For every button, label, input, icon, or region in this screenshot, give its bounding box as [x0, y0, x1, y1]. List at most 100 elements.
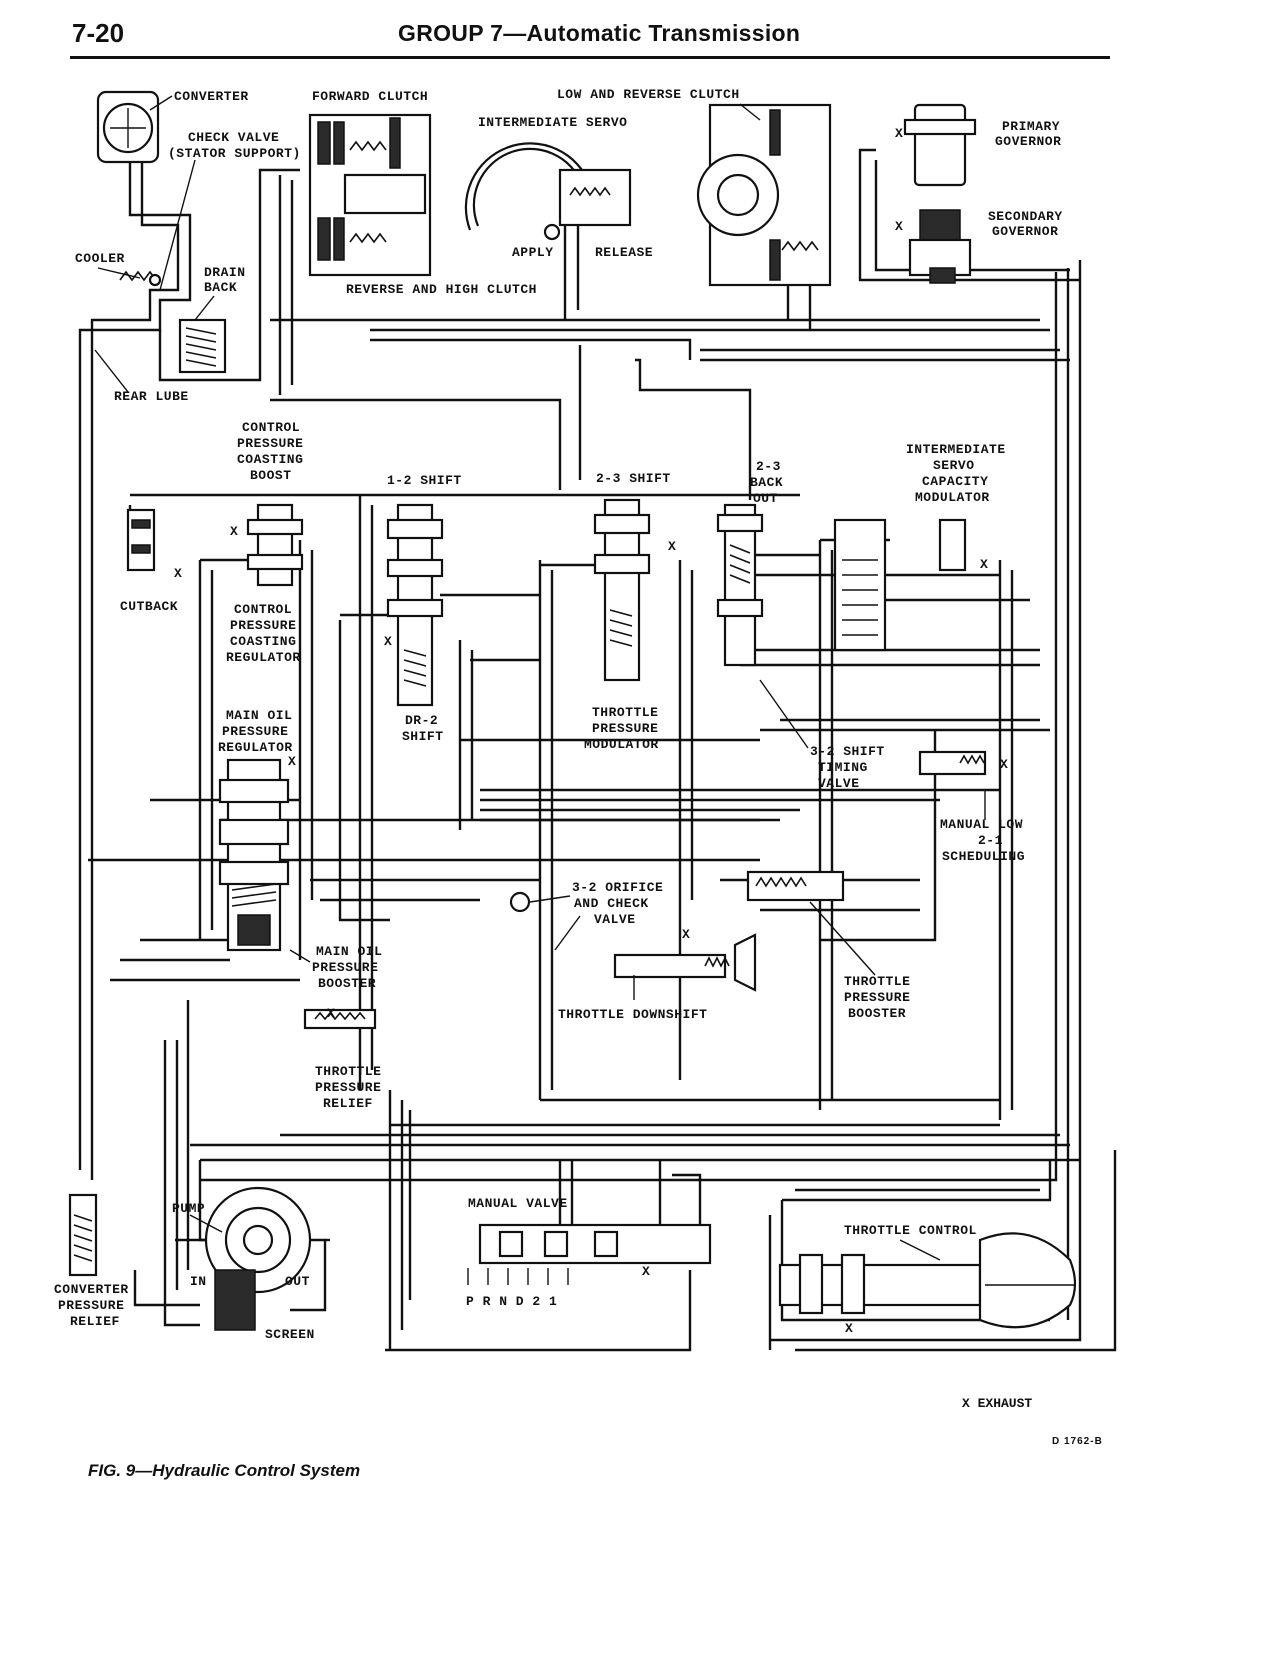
label-isc-2: SERVO — [933, 458, 975, 473]
label-reverse-high-clutch: REVERSE AND HIGH CLUTCH — [346, 282, 537, 297]
label-check-valve-2: (STATOR SUPPORT) — [168, 146, 301, 161]
label-cpr-3: RELIEF — [70, 1314, 120, 1329]
manual-valve-illustration — [467, 1223, 712, 1285]
page-number: 7-20 — [72, 18, 125, 48]
label-mopb-3: BOOSTER — [318, 976, 376, 991]
main-oil-pressure-regulator-valve — [218, 758, 290, 952]
label-primary-governor-2: GOVERNOR — [995, 134, 1061, 149]
label-intermediate-servo: INTERMEDIATE SERVO — [478, 115, 627, 130]
low-reverse-clutch-illustration — [696, 103, 832, 287]
label-prnd21: P R N D 2 1 — [466, 1294, 557, 1309]
exhaust-marker: X — [384, 634, 392, 649]
secondary-governor-illustration — [908, 209, 972, 284]
drain-back-valve — [178, 318, 227, 374]
throttle-control-illustration — [778, 1232, 1077, 1329]
shift-3-2-timing-valve — [918, 750, 987, 776]
exhaust-marker: X — [642, 1264, 650, 1279]
exhaust-marker: X — [845, 1321, 853, 1336]
primary-governor-illustration — [903, 103, 977, 187]
leader-lines — [94, 95, 986, 1261]
label-check-valve-1: CHECK VALVE — [188, 130, 279, 145]
label-forward-clutch: FORWARD CLUTCH — [312, 89, 428, 104]
label-manual-low-3: SCHEDULING — [942, 849, 1025, 864]
figure-caption: FIG. 9—Hydraulic Control System — [88, 1461, 361, 1480]
intermediate-servo-capacity-modulator-valve — [833, 518, 967, 652]
exhaust-marker: X — [174, 566, 182, 581]
label-tpb-3: BOOSTER — [848, 1006, 906, 1021]
label-release: RELEASE — [595, 245, 653, 260]
exhaust-marker: X — [895, 126, 903, 141]
label-shift-2-3: 2-3 SHIFT — [596, 471, 671, 486]
label-cpcr-4: REGULATOR — [226, 650, 301, 665]
exhaust-marker: X — [327, 1006, 335, 1021]
label-secondary-governor-2: GOVERNOR — [992, 224, 1058, 239]
label-rear-lube: REAR LUBE — [114, 389, 189, 404]
exhaust-marker: X — [230, 524, 238, 539]
label-cutback: CUTBACK — [120, 599, 178, 614]
label-backout-2: BACK — [750, 475, 783, 490]
label-mopb-1: MAIN OIL — [316, 944, 382, 959]
exhaust-marker: X — [980, 557, 988, 572]
label-drain-back-1: DRAIN — [204, 265, 246, 280]
throttle-pressure-booster-valve — [746, 870, 845, 902]
label-pump-out: OUT — [285, 1274, 310, 1289]
label-timing-3: VALVE — [818, 776, 860, 791]
label-tpr-2: PRESSURE — [315, 1080, 381, 1095]
label-orifice-3: VALVE — [594, 912, 636, 927]
label-dr2-2: SHIFT — [402, 729, 444, 744]
hydraulic-lines — [78, 115, 1117, 1352]
label-low-reverse-clutch: LOW AND REVERSE CLUTCH — [557, 87, 740, 102]
label-apply: APPLY — [512, 245, 554, 260]
label-tpm-2: PRESSURE — [592, 721, 658, 736]
label-primary-governor-1: PRIMARY — [1002, 119, 1060, 134]
shift-2-3-valve — [593, 498, 651, 682]
label-tpm-3: MODULATOR — [584, 737, 659, 752]
label-manual-low-1: MANUAL LOW — [940, 817, 1023, 832]
label-cpcr-1: CONTROL — [234, 602, 292, 617]
converter-pressure-relief-valve — [68, 1193, 98, 1277]
exhaust-legend: X EXHAUST — [962, 1396, 1033, 1411]
label-cpcb-4: BOOST — [250, 468, 292, 483]
cooler-symbol — [119, 270, 162, 287]
component-labels: CONVERTER FORWARD CLUTCH LOW AND REVERSE… — [54, 87, 1063, 1342]
cutback-valve — [126, 508, 156, 572]
label-throttle-downshift: THROTTLE DOWNSHIFT — [558, 1007, 707, 1022]
converter-illustration — [96, 90, 160, 164]
shift-1-2-valve — [386, 503, 444, 707]
label-cpr-1: CONVERTER — [54, 1282, 129, 1297]
pump-illustration — [204, 1186, 312, 1331]
label-isc-4: MODULATOR — [915, 490, 990, 505]
label-cpcb-1: CONTROL — [242, 420, 300, 435]
exhaust-marker: X — [288, 754, 296, 769]
label-converter: CONVERTER — [174, 89, 249, 104]
label-tpb-1: THROTTLE — [844, 974, 910, 989]
label-mopr-1: MAIN OIL — [226, 708, 292, 723]
label-orifice-2: AND CHECK — [574, 896, 649, 911]
label-mopr-3: REGULATOR — [218, 740, 293, 755]
label-isc-1: INTERMEDIATE — [906, 442, 1006, 457]
running-header: GROUP 7—Automatic Transmission — [398, 20, 801, 46]
label-cpcb-2: PRESSURE — [237, 436, 303, 451]
header-rule — [70, 56, 1110, 59]
label-cpcr-3: COASTING — [230, 634, 296, 649]
intermediate-servo-illustration — [464, 142, 632, 241]
label-timing-1: 3-2 SHIFT — [810, 744, 885, 759]
label-timing-2: TIMING — [818, 760, 868, 775]
exhaust-marker: X — [1000, 757, 1008, 772]
label-cpcb-3: COASTING — [237, 452, 303, 467]
label-cooler: COOLER — [75, 251, 125, 266]
label-manual-low-2: 2-1 — [978, 833, 1003, 848]
label-manual-valve: MANUAL VALVE — [468, 1196, 568, 1211]
label-cpcr-2: PRESSURE — [230, 618, 296, 633]
control-pressure-coasting-regulator-valve — [246, 503, 304, 587]
backout-2-3-valve — [716, 503, 764, 667]
forward-clutch-illustration — [308, 113, 432, 277]
label-mopr-2: PRESSURE — [222, 724, 288, 739]
label-shift-1-2: 1-2 SHIFT — [387, 473, 462, 488]
label-pump: PUMP — [172, 1201, 205, 1216]
label-mopb-2: PRESSURE — [312, 960, 378, 975]
label-secondary-governor-1: SECONDARY — [988, 209, 1063, 224]
label-backout-3: OUT — [753, 491, 778, 506]
throttle-downshift-valve — [613, 933, 757, 992]
label-cpr-2: PRESSURE — [58, 1298, 124, 1313]
